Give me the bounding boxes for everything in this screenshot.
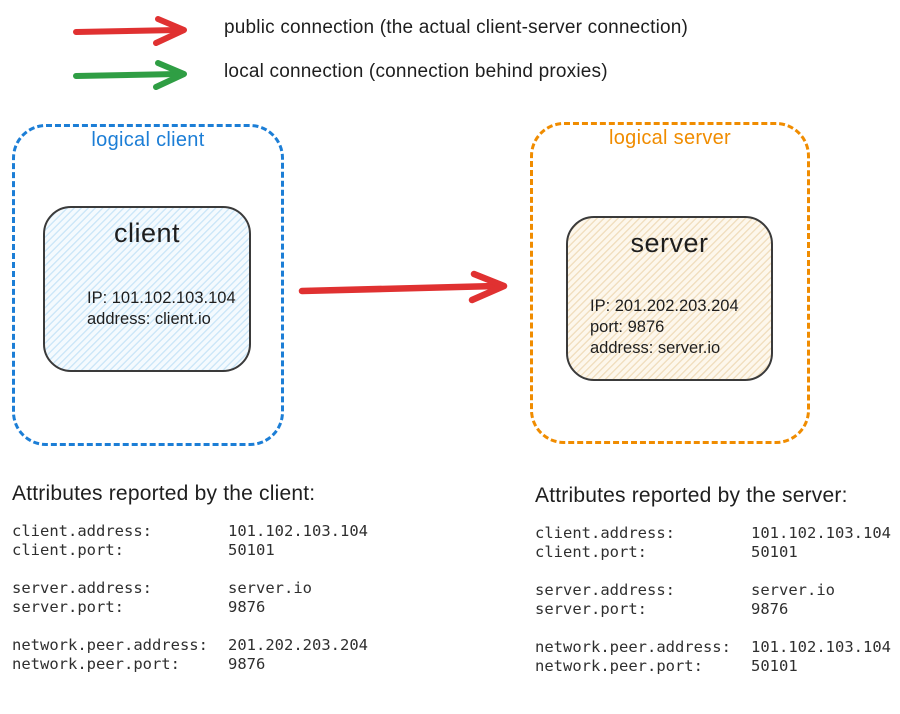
attr-value: 101.102.103.104 bbox=[751, 638, 891, 656]
attr-key: network.peer.address: bbox=[12, 636, 208, 654]
client-address-line: address: client.io bbox=[87, 310, 211, 328]
attribute-group: server.address: server.io server.port: 9… bbox=[535, 581, 900, 619]
server-address-line: address: server.io bbox=[590, 339, 721, 357]
attribute-group: network.peer.address: 201.202.203.204 ne… bbox=[12, 636, 412, 674]
attr-value: 50101 bbox=[228, 541, 275, 559]
client-node: client IP: 101.102.103.104 address: clie… bbox=[43, 206, 251, 372]
attr-value: 201.202.203.204 bbox=[228, 636, 368, 654]
logical-client-label: logical client bbox=[91, 129, 205, 151]
server-port-line: port: 9876 bbox=[590, 318, 665, 336]
attr-key: server.address: bbox=[535, 581, 675, 599]
attr-value: 9876 bbox=[228, 598, 266, 616]
attr-key: client.port: bbox=[535, 543, 647, 561]
attr-key: server.port: bbox=[535, 600, 647, 618]
logical-server-group: logical server server IP: 201.202.203.20… bbox=[530, 122, 810, 444]
server-ip-line: IP: 201.202.203.204 bbox=[590, 297, 739, 315]
server-node: server IP: 201.202.203.204 port: 9876 ad… bbox=[566, 216, 773, 381]
local-connection-label: local connection (connection behind prox… bbox=[224, 61, 608, 82]
attr-key: client.address: bbox=[535, 524, 675, 542]
attribute-group: client.address: 101.102.103.104 client.p… bbox=[12, 522, 412, 560]
table-row: client.address: 101.102.103.104 bbox=[535, 524, 900, 543]
table-row: client.port: 50101 bbox=[12, 541, 412, 560]
client-node-title: client bbox=[113, 218, 181, 248]
attr-value: 9876 bbox=[228, 655, 266, 673]
table-row: network.peer.port: 9876 bbox=[12, 655, 412, 674]
client-to-server-arrow-icon bbox=[298, 270, 508, 304]
attribute-group: network.peer.address: 101.102.103.104 ne… bbox=[535, 638, 900, 676]
attr-key: network.peer.port: bbox=[12, 655, 180, 673]
attr-value: 101.102.103.104 bbox=[228, 522, 368, 540]
table-row: network.peer.address: 101.102.103.104 bbox=[535, 638, 900, 657]
attr-key: client.address: bbox=[12, 522, 152, 540]
attr-key: network.peer.port: bbox=[535, 657, 703, 675]
logical-server-label: logical server bbox=[608, 127, 732, 149]
attr-value: server.io bbox=[751, 581, 835, 599]
attr-key: server.port: bbox=[12, 598, 124, 616]
table-row: server.port: 9876 bbox=[12, 598, 412, 617]
local-connection-arrow-icon bbox=[73, 60, 187, 90]
server-attributes-title: Attributes reported by the server: bbox=[535, 484, 848, 507]
table-row: client.address: 101.102.103.104 bbox=[12, 522, 412, 541]
table-row: server.port: 9876 bbox=[535, 600, 900, 619]
attr-key: client.port: bbox=[12, 541, 124, 559]
attribute-group: client.address: 101.102.103.104 client.p… bbox=[535, 524, 900, 562]
attr-value: 50101 bbox=[751, 657, 798, 675]
client-attributes-panel: Attributes reported by the client: clien… bbox=[12, 482, 412, 693]
public-connection-arrow-icon bbox=[73, 16, 187, 46]
server-node-details: IP: 201.202.203.204 port: 9876 address: … bbox=[590, 296, 739, 359]
attr-value: 9876 bbox=[751, 600, 789, 618]
attr-value: 50101 bbox=[751, 543, 798, 561]
client-ip-line: IP: 101.102.103.104 bbox=[87, 289, 236, 307]
attr-value: 101.102.103.104 bbox=[751, 524, 891, 542]
table-row: server.address: server.io bbox=[12, 579, 412, 598]
server-node-title: server bbox=[630, 228, 709, 258]
server-attributes-panel: Attributes reported by the server: clien… bbox=[535, 484, 900, 695]
table-row: network.peer.address: 201.202.203.204 bbox=[12, 636, 412, 655]
public-connection-label: public connection (the actual client-ser… bbox=[224, 17, 689, 38]
client-node-details: IP: 101.102.103.104 address: client.io bbox=[87, 288, 236, 330]
attr-value: server.io bbox=[228, 579, 312, 597]
logical-client-group: logical client client IP: 101.102.103.10… bbox=[12, 124, 284, 446]
table-row: client.port: 50101 bbox=[535, 543, 900, 562]
attribute-group: server.address: server.io server.port: 9… bbox=[12, 579, 412, 617]
table-row: network.peer.port: 50101 bbox=[535, 657, 900, 676]
client-attributes-title: Attributes reported by the client: bbox=[12, 482, 316, 505]
table-row: server.address: server.io bbox=[535, 581, 900, 600]
attr-key: server.address: bbox=[12, 579, 152, 597]
attr-key: network.peer.address: bbox=[535, 638, 731, 656]
